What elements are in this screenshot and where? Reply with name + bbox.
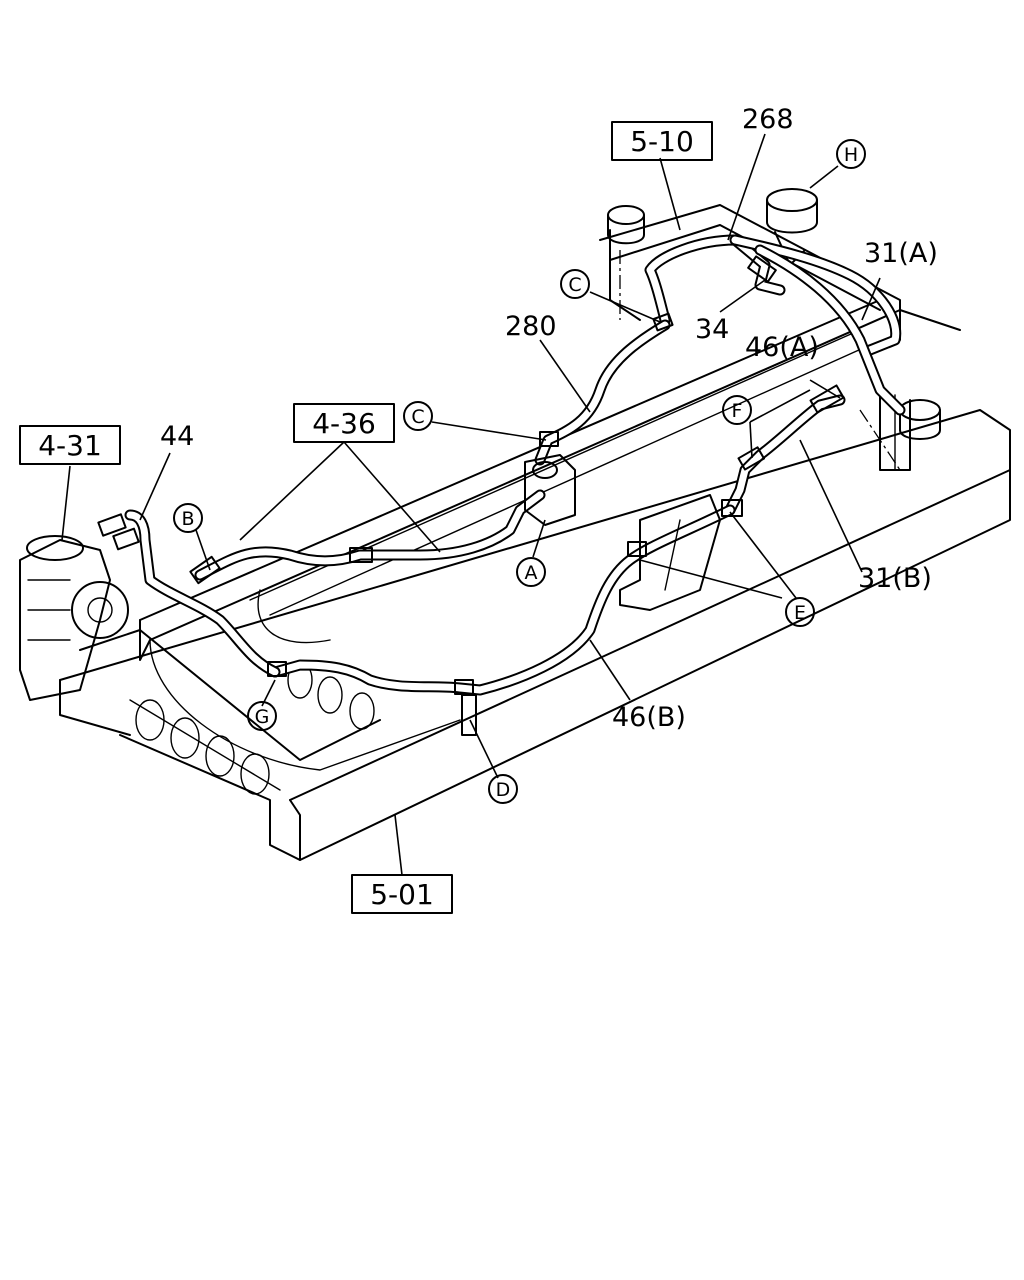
- pipe-31a: [729, 234, 906, 416]
- leader-lines: [61, 133, 881, 876]
- pipe-31b: [724, 394, 846, 516]
- callout-a-label: A: [525, 562, 538, 584]
- part-number-268: 268: [742, 104, 794, 135]
- callout-f: F: [722, 395, 752, 425]
- part-number-46b: 46(B): [612, 702, 686, 733]
- callout-a: A: [516, 557, 546, 587]
- ref-4-31-label: 4-31: [38, 429, 102, 462]
- callout-d: D: [488, 774, 518, 804]
- callout-f-label: F: [732, 400, 743, 422]
- callout-c-lower-label: C: [411, 406, 424, 428]
- callout-e: E: [785, 597, 815, 627]
- callout-g-label: G: [255, 706, 270, 728]
- callout-c-lower: C: [403, 401, 433, 431]
- pipe-46b: [269, 504, 736, 696]
- part-number-31b: 31(B): [858, 563, 932, 594]
- boxed-ref-4-31: 4-31: [19, 425, 121, 465]
- part-number-34: 34: [695, 314, 729, 345]
- callout-b: B: [173, 503, 203, 533]
- callout-d-label: D: [496, 779, 511, 801]
- part-number-44: 44: [160, 421, 194, 452]
- chassis-frame: [59, 204, 1011, 861]
- boxed-ref-5-01: 5-01: [351, 874, 453, 914]
- callout-e-label: E: [794, 602, 806, 624]
- callout-h-label: H: [844, 144, 858, 166]
- callout-h: H: [836, 139, 866, 169]
- pipe-280: [534, 319, 671, 466]
- ref-5-01-label: 5-01: [370, 878, 434, 911]
- part-number-46a: 46(A): [745, 332, 819, 363]
- pipe-4-36: [194, 489, 546, 581]
- boxed-ref-4-36: 4-36: [293, 403, 395, 443]
- callout-c-upper-label: C: [568, 274, 581, 296]
- callout-g: G: [247, 701, 277, 731]
- part-number-280: 280: [505, 311, 557, 342]
- callout-b-label: B: [181, 508, 194, 530]
- ref-4-36-label: 4-36: [312, 407, 376, 440]
- pipe-44: [124, 509, 281, 678]
- pipe-fittings: [19, 255, 845, 736]
- ref-5-10-label: 5-10: [630, 125, 694, 158]
- callout-c-upper: C: [560, 269, 590, 299]
- part-number-31a: 31(A): [864, 238, 938, 269]
- boxed-ref-5-10: 5-10: [611, 121, 713, 161]
